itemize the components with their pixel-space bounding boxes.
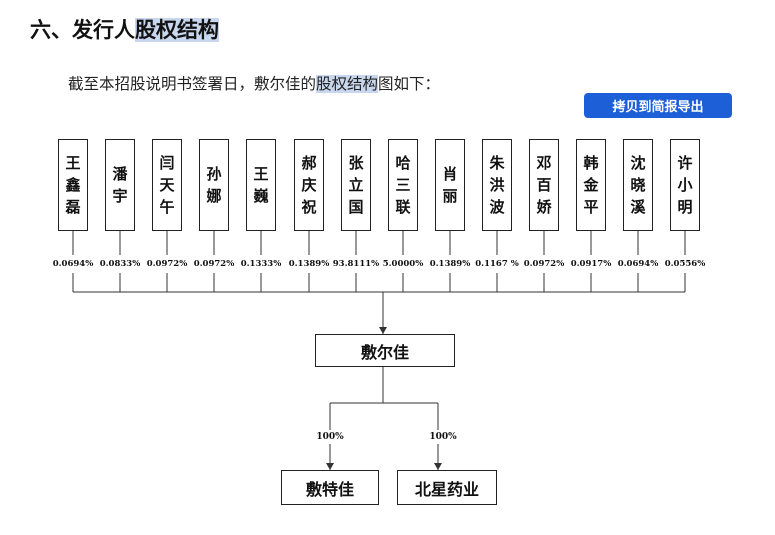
shareholder-name-char: 邓 bbox=[536, 154, 552, 172]
shareholder-name-char: 肖 bbox=[442, 165, 458, 183]
shareholder-name-char: 磊 bbox=[65, 198, 81, 216]
shareholder-pct: 0.1389% bbox=[288, 259, 330, 269]
shareholder-name-char: 王 bbox=[65, 154, 81, 172]
intro-highlight: 股权结构 bbox=[316, 75, 379, 93]
shareholder-name-char: 百 bbox=[536, 176, 552, 194]
shareholder-name-char: 祝 bbox=[301, 198, 317, 216]
shareholder-name-char: 宇 bbox=[112, 187, 128, 205]
subsidiary-2-pct: 100% bbox=[429, 432, 457, 442]
subsidiary-box-1: 敷特佳 bbox=[281, 470, 379, 505]
shareholder-pct: 0.0972% bbox=[193, 259, 235, 269]
shareholder-name-char: 潘 bbox=[112, 165, 128, 183]
shareholder-name-char: 韩 bbox=[583, 154, 599, 172]
shareholder-box: 朱洪波 bbox=[482, 139, 512, 231]
shareholder-box: 王鑫磊 bbox=[58, 139, 88, 231]
section-title-highlight: 股权结构 bbox=[135, 18, 219, 42]
shareholder-box: 邓百娇 bbox=[529, 139, 559, 231]
intro-text: 截至本招股说明书签署日，敷尔佳的股权结构图如下： bbox=[68, 72, 440, 94]
export-to-brief-button[interactable]: 拷贝到简报导出 bbox=[584, 93, 732, 118]
shareholder-box: 闫天午 bbox=[152, 139, 182, 231]
shareholder-name-char: 联 bbox=[395, 198, 411, 216]
shareholder-name-char: 平 bbox=[583, 198, 599, 216]
shareholder-box: 张立国 bbox=[341, 139, 371, 231]
shareholder-pct: 0.1167 % bbox=[475, 259, 519, 269]
shareholder-name-char: 巍 bbox=[253, 187, 269, 205]
shareholder-box: 沈晓溪 bbox=[623, 139, 653, 231]
shareholder-name-char: 郝 bbox=[301, 154, 317, 172]
shareholder-pct: 0.0917% bbox=[570, 259, 612, 269]
shareholder-name-char: 小 bbox=[677, 176, 693, 194]
shareholder-name-char: 金 bbox=[583, 176, 599, 194]
intro-after: 图如下： bbox=[378, 75, 441, 93]
shareholder-name-char: 立 bbox=[348, 176, 364, 194]
shareholder-name-char: 许 bbox=[677, 154, 693, 172]
shareholder-name-char: 丽 bbox=[442, 187, 458, 205]
shareholder-name-char: 明 bbox=[677, 198, 693, 216]
intro-before: 截至本招股说明书签署日，敷尔佳的 bbox=[68, 75, 317, 93]
shareholder-box: 郝庆祝 bbox=[294, 139, 324, 231]
company-arrow-icon bbox=[379, 327, 387, 334]
shareholder-name-char: 哈 bbox=[395, 154, 411, 172]
shareholder-name-char: 国 bbox=[348, 198, 364, 216]
shareholder-box: 韩金平 bbox=[576, 139, 606, 231]
shareholder-name-char: 午 bbox=[159, 198, 175, 216]
shareholder-box: 哈三联 bbox=[388, 139, 418, 231]
shareholder-pct: 0.0556% bbox=[664, 259, 706, 269]
subsidiary-1-pct: 100% bbox=[316, 432, 344, 442]
section-title-prefix: 六、发行人 bbox=[30, 18, 135, 42]
connector-lines bbox=[72, 231, 686, 470]
shareholder-name-char: 孙 bbox=[206, 165, 222, 183]
shareholder-pct: 93.8111% bbox=[332, 259, 380, 269]
shareholder-pct: 0.0694% bbox=[617, 259, 659, 269]
shareholder-pct: 0.0972% bbox=[146, 259, 188, 269]
subsidiary-1-arrow-icon bbox=[326, 463, 334, 470]
shareholder-name-char: 三 bbox=[395, 176, 411, 194]
shareholder-pct: 0.1389% bbox=[429, 259, 471, 269]
shareholder-name-char: 娇 bbox=[536, 198, 552, 216]
shareholder-name-char: 晓 bbox=[630, 176, 646, 194]
shareholder-name-char: 洪 bbox=[489, 176, 505, 194]
company-box: 敷尔佳 bbox=[315, 334, 455, 367]
shareholder-name-char: 张 bbox=[348, 154, 364, 172]
shareholder-box: 许小明 bbox=[670, 139, 700, 231]
shareholder-box: 潘宇 bbox=[105, 139, 135, 231]
shareholder-name-char: 波 bbox=[489, 198, 505, 216]
subsidiary-box-2: 北星药业 bbox=[397, 470, 497, 505]
shareholder-pct: 0.0833% bbox=[99, 259, 141, 269]
shareholder-box: 肖丽 bbox=[435, 139, 465, 231]
shareholder-pct: 0.0972% bbox=[523, 259, 565, 269]
shareholder-name-char: 鑫 bbox=[65, 176, 81, 194]
subsidiary-2-arrow-icon bbox=[434, 463, 442, 470]
shareholder-box: 孙娜 bbox=[199, 139, 229, 231]
shareholder-name-char: 沈 bbox=[630, 154, 646, 172]
shareholder-pct: 0.1333% bbox=[240, 259, 282, 269]
shareholder-box: 王巍 bbox=[246, 139, 276, 231]
shareholder-name-char: 闫 bbox=[159, 154, 175, 172]
shareholder-pct: 0.0694% bbox=[52, 259, 94, 269]
shareholder-pct: 5.0000% bbox=[382, 259, 424, 269]
shareholder-name-char: 溪 bbox=[630, 198, 646, 216]
shareholder-name-char: 娜 bbox=[206, 187, 222, 205]
section-title: 六、发行人股权结构 bbox=[30, 14, 219, 44]
shareholder-name-char: 天 bbox=[159, 176, 175, 194]
shareholder-name-char: 庆 bbox=[301, 176, 317, 194]
shareholder-name-char: 王 bbox=[253, 165, 269, 183]
shareholder-name-char: 朱 bbox=[489, 154, 505, 172]
